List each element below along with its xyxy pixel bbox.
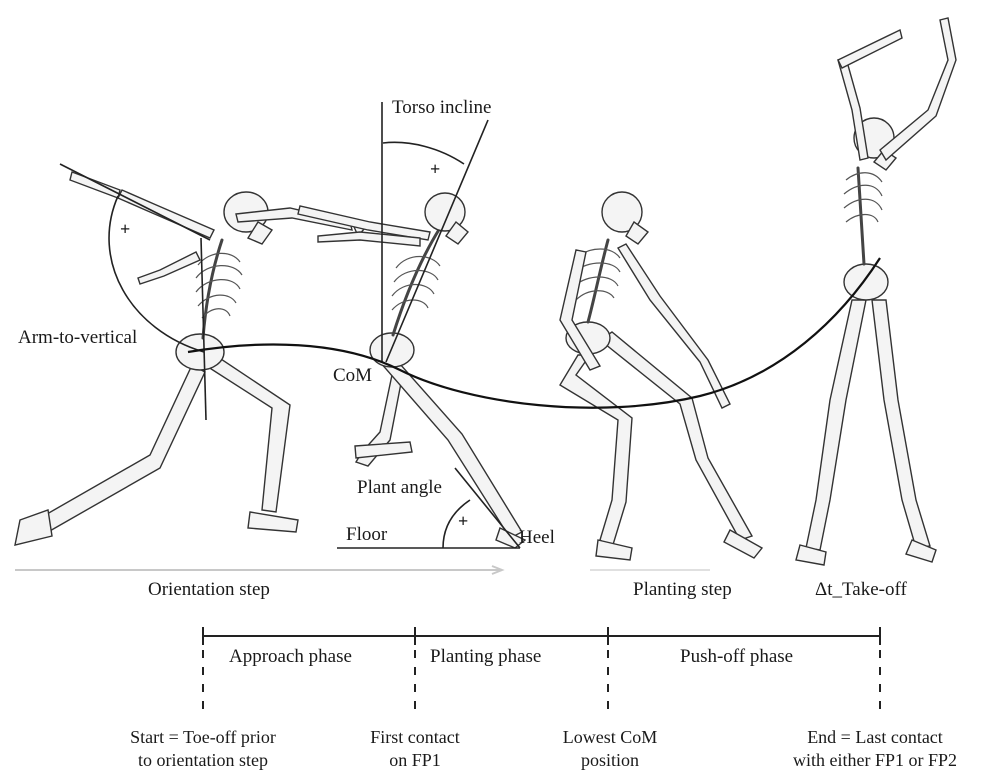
take-off-label: Δt_Take-off	[815, 580, 907, 599]
event-end-caption: End = Last contact with either FP1 or FP…	[760, 726, 990, 772]
arm-to-vertical-label: Arm-to-vertical	[18, 328, 137, 347]
orientation-step-label: Orientation step	[148, 580, 270, 599]
arm-line	[60, 164, 210, 240]
planting-step-label: Planting step	[633, 580, 732, 599]
plant-angle-label: Plant angle	[357, 478, 442, 497]
torso-plus-sign: +	[430, 160, 440, 178]
arm-plus-sign: +	[120, 220, 130, 238]
torso-incline-label: Torso incline	[392, 98, 491, 117]
planting-phase-label: Planting phase	[430, 647, 541, 666]
approach-phase-label: Approach phase	[229, 647, 352, 666]
torso-angle-arc	[383, 142, 464, 164]
floor-label: Floor	[346, 525, 387, 544]
com-trajectory	[188, 258, 880, 408]
event-lowest-com-caption: Lowest CoM position	[530, 726, 690, 772]
skeleton-orientation-step	[15, 172, 365, 545]
com-label: CoM	[333, 366, 372, 385]
plant-plus-sign: +	[458, 512, 468, 530]
event-first-contact-caption: First contact on FP1	[335, 726, 495, 772]
skeleton-take-off	[796, 18, 956, 565]
event-start-caption: Start = Toe-off prior to orientation ste…	[88, 726, 318, 772]
push-off-phase-label: Push-off phase	[680, 647, 793, 666]
skeleton-planting-step	[560, 192, 762, 560]
heel-label: Heel	[519, 528, 555, 547]
